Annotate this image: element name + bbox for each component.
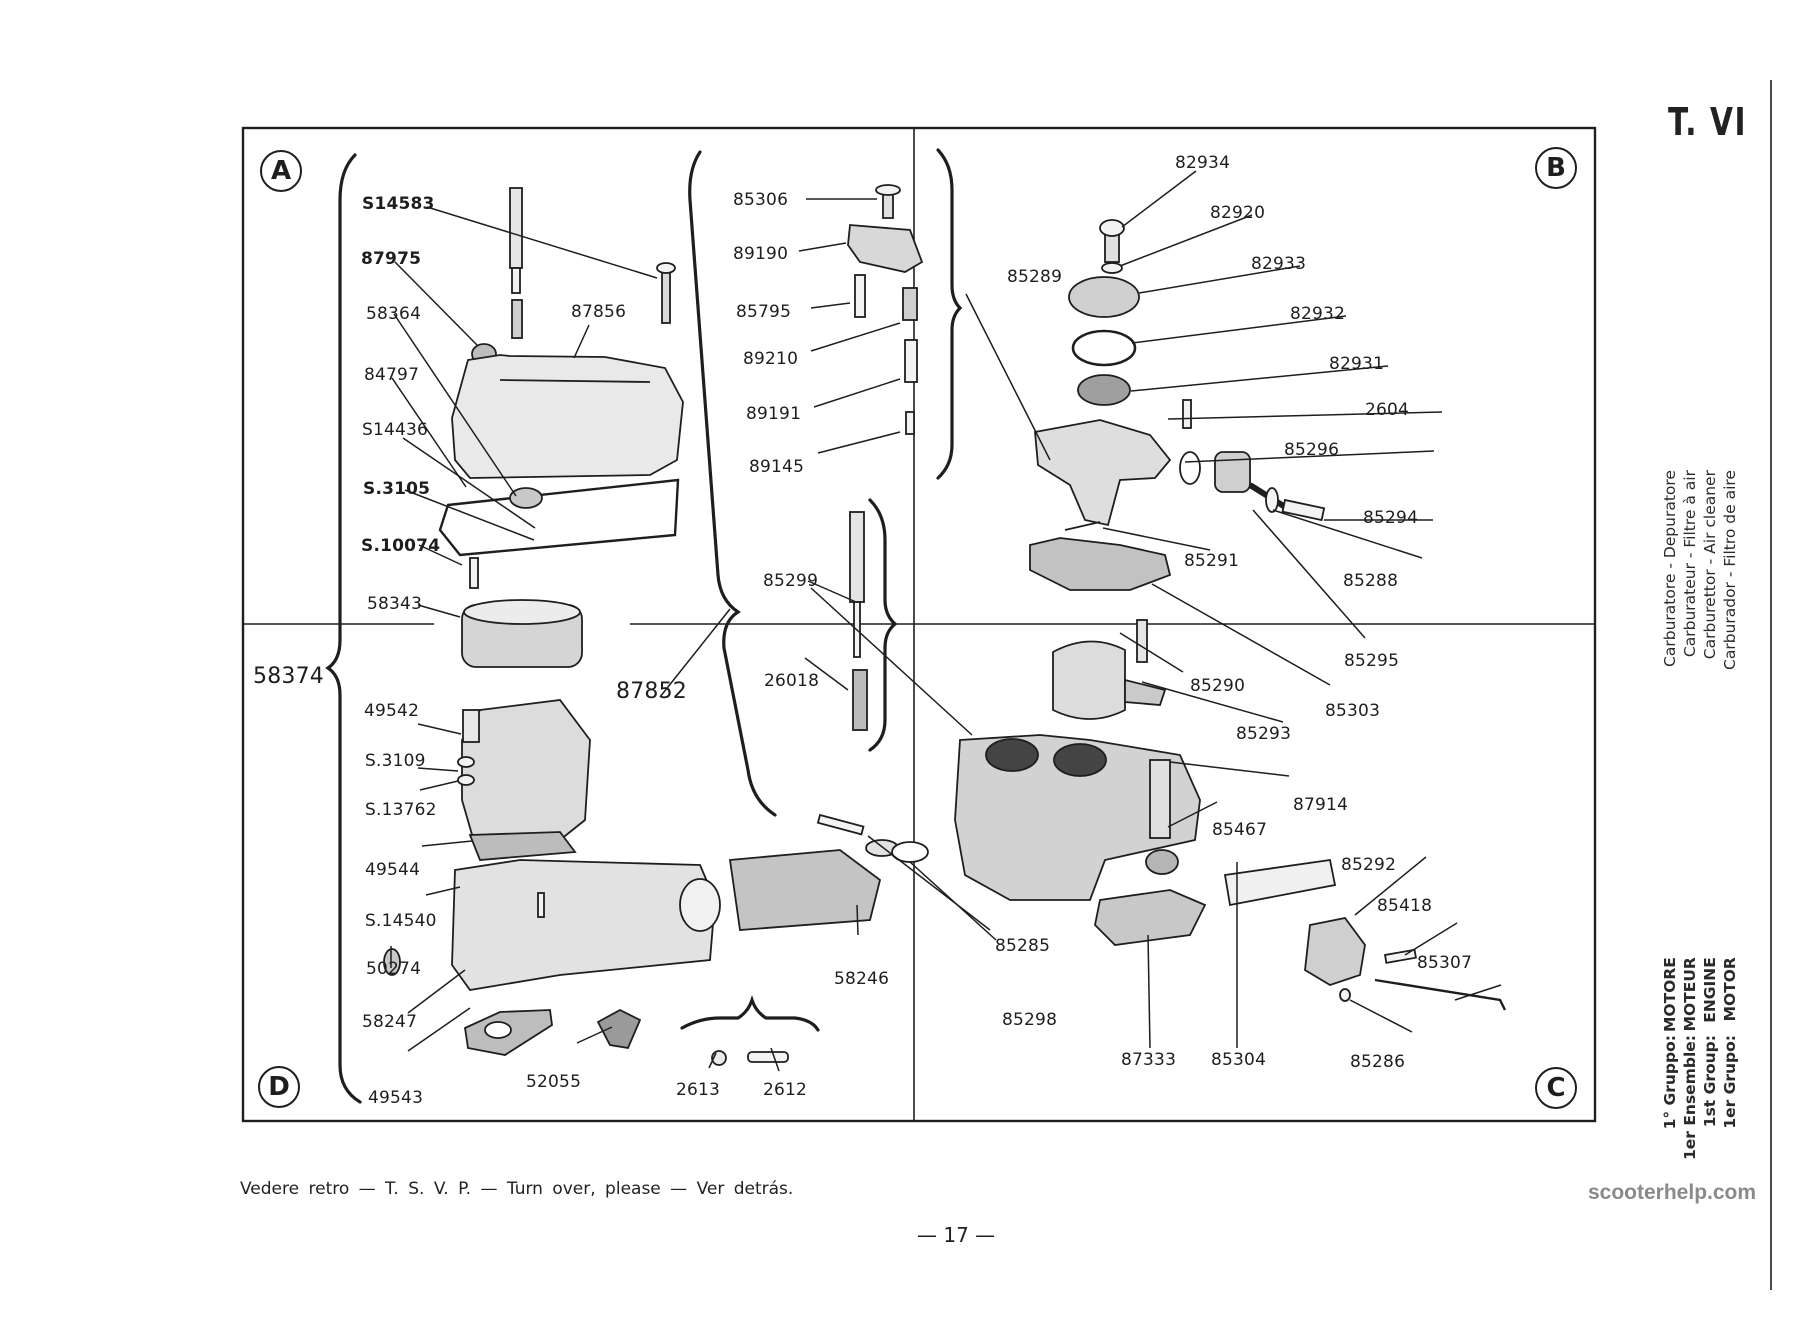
part-label: 85299 <box>763 571 819 591</box>
part-label: 82932 <box>1290 304 1346 324</box>
quadrant-marker-c: C <box>1535 1067 1577 1109</box>
part-label: 2613 <box>676 1080 721 1100</box>
part-label: 49542 <box>364 701 420 721</box>
part-label: 89191 <box>746 404 802 424</box>
bracket-2612-2613 <box>680 994 820 1032</box>
footer-note: Vedere retro — T. S. V. P. — Turn over, … <box>240 1179 794 1199</box>
part-label: 58247 <box>362 1012 418 1032</box>
group-labels: 1° Gruppo: 1er Ensemble: 1st Group: 1er … <box>1661 1035 1739 1160</box>
page-number: — 17 — <box>917 1223 996 1247</box>
part-label: S.13762 <box>365 800 437 820</box>
part-label: 87975 <box>361 249 422 269</box>
part-label: 85296 <box>1284 440 1340 460</box>
group-values: MOTORE MOTEUR ENGINE MOTOR <box>1661 957 1739 1032</box>
part-label: 82933 <box>1251 254 1307 274</box>
part-label: 85290 <box>1190 676 1246 696</box>
part-label: 85286 <box>1350 1052 1406 1072</box>
part-label: S14583 <box>362 194 435 214</box>
part-label: 87852 <box>616 679 687 704</box>
part-label: 84797 <box>364 365 420 385</box>
part-label: S.3109 <box>365 751 426 771</box>
part-label: 82931 <box>1329 354 1385 374</box>
section-title: Carburatore - Depuratore Carburateur - F… <box>1661 470 1739 670</box>
part-label: 85289 <box>1007 267 1063 287</box>
part-label: 82934 <box>1175 153 1231 173</box>
bracket-85299 <box>868 498 898 752</box>
watermark: scooterhelp.com <box>1588 1181 1757 1204</box>
part-label: 85795 <box>736 302 792 322</box>
quadrant-marker-b: B <box>1535 147 1577 189</box>
part-label: 85467 <box>1212 820 1268 840</box>
part-label: 85293 <box>1236 724 1292 744</box>
quadrant-marker-d: D <box>258 1066 300 1108</box>
part-label: 26018 <box>764 671 820 691</box>
quadrant-marker-a: A <box>260 150 302 192</box>
part-label: 87914 <box>1293 795 1349 815</box>
part-label: 85295 <box>1344 651 1400 671</box>
part-label: 85298 <box>1002 1010 1058 1030</box>
part-label: 85306 <box>733 190 789 210</box>
part-label: 58343 <box>367 594 423 614</box>
part-label: 85418 <box>1377 896 1433 916</box>
part-label: 85292 <box>1341 855 1397 875</box>
part-label: 89190 <box>733 244 789 264</box>
part-label: 85294 <box>1363 508 1419 528</box>
part-label: 2604 <box>1365 400 1410 420</box>
bracket-58374 <box>325 153 362 1104</box>
part-label: 85303 <box>1325 701 1381 721</box>
part-label: 85307 <box>1417 953 1473 973</box>
part-label: 85285 <box>995 936 1051 956</box>
part-label: S.10074 <box>361 536 441 556</box>
part-label: 87856 <box>571 302 627 322</box>
part-label: 89210 <box>743 349 799 369</box>
part-label: 52055 <box>526 1072 582 1092</box>
part-label: 85288 <box>1343 571 1399 591</box>
part-label: 89145 <box>749 457 805 477</box>
bracket-87852-upper <box>688 150 777 817</box>
part-label: 85304 <box>1211 1050 1267 1070</box>
part-label: 50274 <box>366 959 422 979</box>
part-label: 85291 <box>1184 551 1240 571</box>
part-label-assembly: 58374 <box>253 664 324 689</box>
part-label: 49544 <box>365 860 421 880</box>
part-label: 58364 <box>366 304 422 324</box>
part-label: S14436 <box>362 420 429 440</box>
part-label: 2612 <box>763 1080 808 1100</box>
plate-id: T. VI <box>1668 100 1748 144</box>
part-label: 58246 <box>834 969 890 989</box>
part-label: S.3105 <box>363 479 431 499</box>
part-label: S.14540 <box>365 911 437 931</box>
part-label: 87333 <box>1121 1050 1177 1070</box>
bracket-upper-center <box>936 148 963 480</box>
part-label: 82920 <box>1210 203 1266 223</box>
part-label: 49543 <box>368 1088 424 1108</box>
